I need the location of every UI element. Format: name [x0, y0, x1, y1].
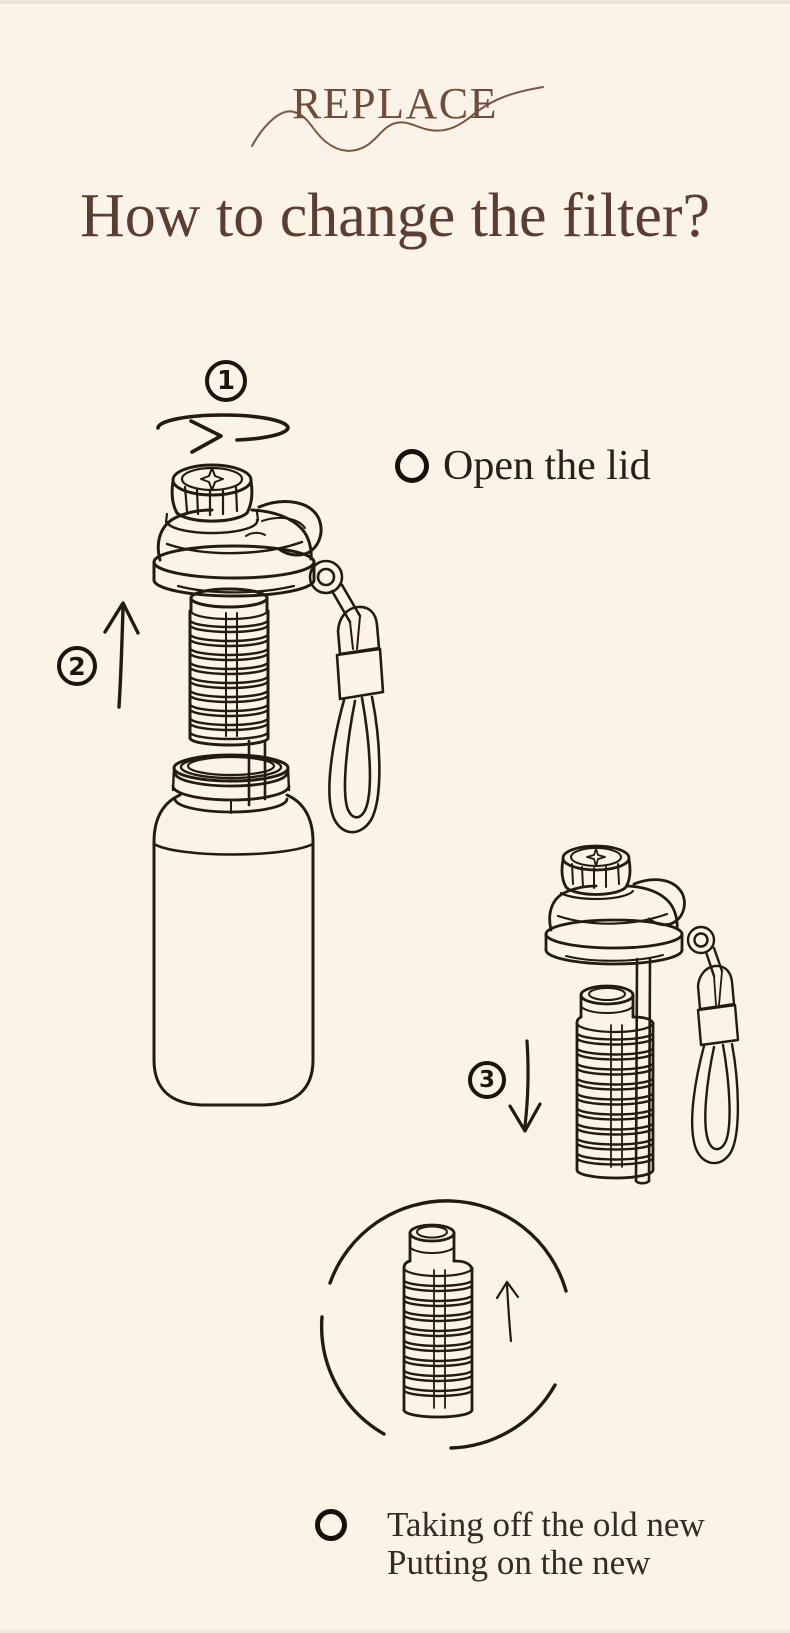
step-badge-2: 2 — [57, 646, 97, 686]
filter-fins — [575, 1031, 655, 1166]
step-number: 2 — [68, 651, 86, 681]
step-badge-1: 1 — [205, 360, 247, 402]
header-squiggle-line — [251, 86, 544, 152]
lanyard-strap-illustration — [308, 559, 385, 834]
filter-stem — [247, 739, 267, 807]
circle-bullet-icon — [395, 449, 429, 483]
top-edge-strip — [0, 0, 790, 4]
step-number: 1 — [216, 366, 236, 396]
step1-rotate-arrow-icon — [156, 413, 290, 454]
bottom-edge-strip — [0, 1630, 790, 1633]
step3-down-arrow-icon — [508, 1039, 542, 1133]
note-line-1: Taking off the old new — [387, 1505, 705, 1544]
open-lid-label: Open the lid — [443, 443, 651, 489]
filter-fins — [188, 618, 270, 741]
bottle-body-illustration — [152, 753, 315, 1107]
open-lid-callout: Open the lid — [395, 443, 651, 489]
logo-star-icon — [200, 467, 224, 491]
lid-with-straw-illustration — [544, 844, 686, 1185]
logo-star-icon — [586, 848, 606, 867]
detached-filter-illustration — [575, 984, 655, 1180]
lanyard-strap-2-illustration — [686, 925, 740, 1165]
step-badge-3: 3 — [468, 1061, 506, 1099]
step-number: 3 — [478, 1067, 495, 1093]
section-eyebrow: REPLACE — [291, 79, 499, 128]
replace-note-callout: Taking off the old new Putting on the ne… — [315, 1506, 705, 1581]
broken-circle-frame — [319, 1199, 568, 1450]
replacement-filter-illustration — [402, 1223, 474, 1419]
bottle-lid-illustration — [152, 463, 323, 598]
filter-detail-circle-illustration — [319, 1199, 568, 1450]
filter-cartridge-illustration — [188, 587, 270, 807]
page-title: How to change the filter? — [79, 182, 711, 250]
small-up-arrow-icon — [495, 1280, 520, 1343]
replace-note-text: Taking off the old new Putting on the ne… — [387, 1506, 705, 1581]
note-line-2: Putting on the new — [387, 1542, 651, 1582]
step2-up-arrow-icon — [103, 601, 140, 709]
circle-bullet-icon — [315, 1509, 347, 1541]
